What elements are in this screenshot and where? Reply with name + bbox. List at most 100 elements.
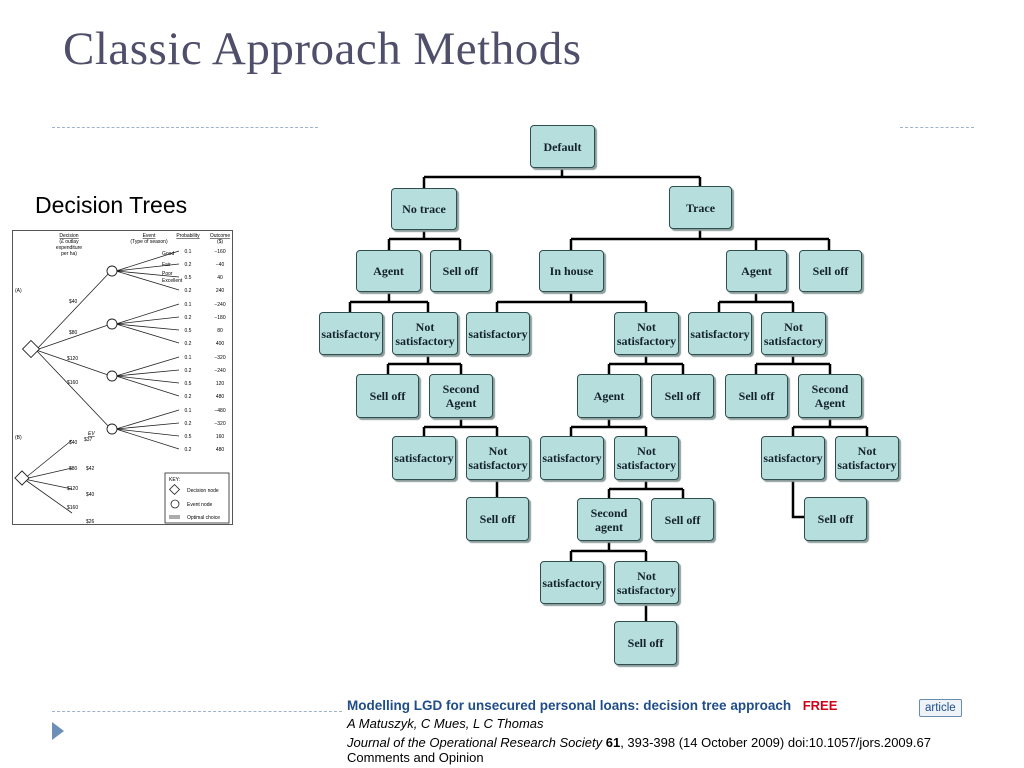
section-label-a: (A) [15,288,22,294]
reference-journal: Journal of the Operational Research Soci… [347,735,603,750]
b-label-80: $80 [69,466,78,472]
node-sell-off-1: Sell off [430,250,491,292]
tree-a-branches [35,250,180,450]
outcome-value: 160 [216,434,225,440]
key-optimal-label: Optimal choice [187,515,220,521]
node-sell-off-6: Sell off [466,497,529,541]
reference-article-badge[interactable]: article [919,699,962,717]
event-node-a1 [106,265,118,277]
decision-node-a [21,339,41,359]
bullet-arrow-icon [52,722,64,740]
probability-value: 0.2 [185,262,192,268]
outcome-value: 240 [216,288,225,294]
node-sell-off-8: Sell off [804,497,867,541]
outcome-value: 40 [217,275,223,281]
node-second-agent-1: Second Agent [429,374,493,418]
probability-value: 0.2 [185,421,192,427]
probability-value: 0.5 [185,434,192,440]
outcome-value: 480 [216,447,225,453]
node-sell-off-9: Sell off [614,621,677,665]
node-not-satisfactory-2: Not satisfactory [614,312,679,355]
probability-value: 0.2 [185,394,192,400]
key-decision-icon [168,483,181,496]
probability-value: 0.5 [185,381,192,387]
node-agent-3: Agent [577,374,641,418]
b-label-160: $160 [67,505,78,511]
probability-value: 0.1 [185,408,192,414]
node-satisfactory-5: satisfactory [540,436,604,480]
header-outlay: (£ outlay [59,239,79,245]
subtitle: Decision Trees [35,192,188,218]
outcome-value: 80 [217,328,223,334]
node-not-satisfactory-3: Not satisfactory [761,312,826,355]
node-sell-off-3: Sell off [356,374,419,418]
probability-value: 0.2 [185,288,192,294]
node-agent-2: Agent [726,250,787,292]
probability-value: 0.1 [185,355,192,361]
decision-value-a1: $40 [69,299,78,305]
node-satisfactory-1: satisfactory [319,312,383,355]
reference-free-label: FREE [802,698,838,713]
key-event-label: Event node [187,502,213,508]
probability-value: 0.5 [185,328,192,334]
outcome-value: −320 [214,355,225,361]
outcome-column: −160−4040240−240−18080400−320−240120480−… [214,249,225,453]
probability-value: 0.1 [185,302,192,308]
header-per-ha: per ha) [61,251,77,257]
decision-value-a2: $80 [69,330,78,336]
small-decision-tree-figure: Decision (£ outlay expenditure per ha) E… [12,230,233,525]
outcome-value: 120 [216,381,225,387]
key-title: KEY: [169,477,180,483]
decision-value-a3: $120 [67,356,78,362]
key-decision-label: Decision node [187,488,219,494]
b-label-40a: $40 [69,440,78,446]
key-box [164,472,230,524]
outcome-value: −320 [214,421,225,427]
outcome-value: −180 [214,315,225,321]
season-label-poor: Poor [162,271,173,277]
node-satisfactory-3: satisfactory [688,312,752,355]
divider-left [52,127,318,128]
node-not-satisfactory-7: Not satisfactory [614,561,679,604]
event-node-a3 [106,370,118,382]
node-agent-1: Agent [356,250,421,292]
node-sell-off-5: Sell off [725,374,788,418]
season-label-excellent: Excellent [162,278,183,284]
divider-bottom [52,711,342,712]
node-sell-off-7: Sell off [651,498,714,541]
node-sell-off-4: Sell off [651,374,714,418]
node-second-agent-2: Second Agent [798,374,862,418]
probability-value: 0.5 [185,275,192,281]
outcome-value: 400 [216,341,225,347]
reference-section: Comments and Opinion [347,750,484,765]
node-sell-off-2: Sell off [799,250,862,292]
reference-authors: A Matuszyk, C Mues, L C Thomas [347,716,544,731]
outcome-value: −160 [214,249,225,255]
b-label-26: $26 [86,519,95,525]
season-label-good: Good [162,251,174,257]
key-optimal-icon [169,515,180,519]
reference-details: , 393-398 (14 October 2009) doi:10.1057/… [620,735,931,750]
node-default: Default [530,125,595,168]
node-not-satisfactory-4: Not satisfactory [466,436,530,480]
node-satisfactory-2: satisfactory [466,312,530,355]
season-label-fair: Fair [162,262,171,268]
reference-title-link[interactable]: Modelling LGD for unsecured personal loa… [347,698,792,713]
b-label-120: $120 [67,486,78,492]
outcome-value: −480 [214,408,225,414]
header-outcome-unit: ($) [217,239,223,245]
header-decision: Decision [59,233,78,239]
b-label-37: $37 [84,437,93,443]
node-trace: Trace [669,186,732,229]
node-satisfactory-7: satisfactory [540,561,604,604]
node-not-satisfactory-1: Not satisfactory [392,312,458,355]
probability-column: 0.10.20.50.20.10.20.50.20.10.20.50.20.10… [185,249,192,453]
b-label-40b: $40 [86,492,95,498]
probability-value: 0.2 [185,368,192,374]
node-in-house: In house [539,250,604,292]
event-node-a2 [106,318,118,330]
node-satisfactory-6: satisfactory [761,436,825,480]
node-second-agent-3: Second agent [577,498,641,541]
reference-volume: 61 [605,735,621,750]
probability-value: 0.2 [185,315,192,321]
